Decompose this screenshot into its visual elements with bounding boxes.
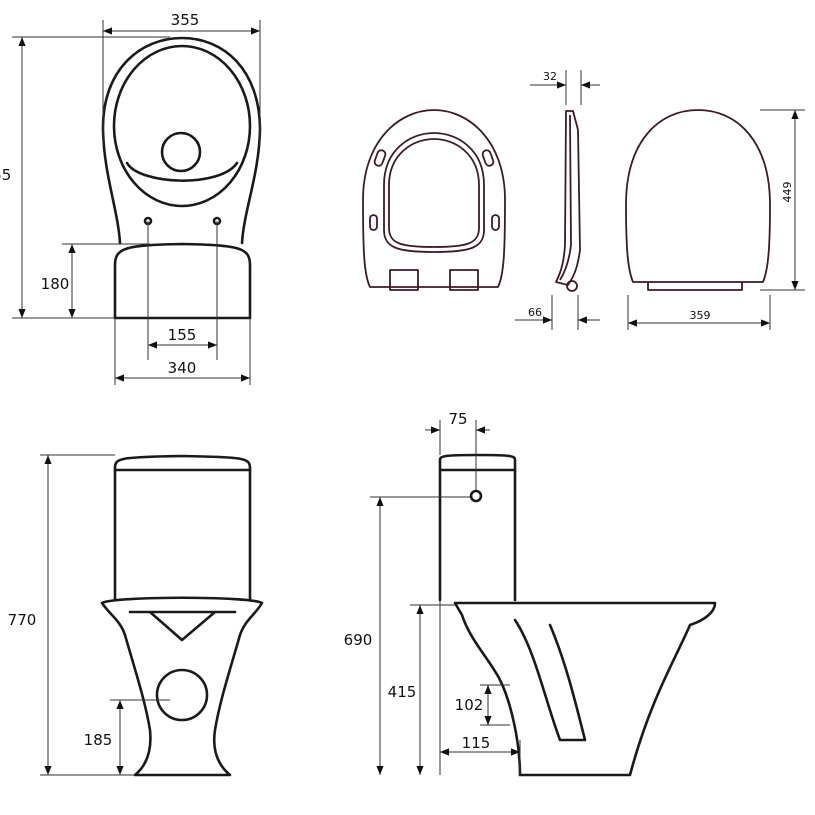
drain-hole	[160, 131, 202, 173]
dim-770: 770	[8, 611, 37, 629]
top-view: 355 655 180 155 340	[0, 11, 262, 385]
dim-115: 115	[462, 734, 491, 752]
seat-side-profile	[555, 110, 581, 286]
dim-102: 102	[455, 696, 484, 714]
seat-views: 32 66 359 449	[362, 70, 805, 330]
dim-340: 340	[168, 359, 197, 377]
dim-355: 355	[171, 11, 200, 29]
dim-655: 655	[0, 166, 11, 184]
bowl-inner	[112, 44, 252, 208]
flush-rim	[125, 161, 239, 182]
front-tank	[113, 454, 252, 602]
dim-66: 66	[528, 306, 542, 319]
seat-outline	[362, 109, 506, 288]
dim-690: 690	[344, 631, 373, 649]
side-bowl	[453, 601, 717, 777]
dim-180: 180	[41, 275, 70, 293]
side-view: 75 690 415 102 115	[344, 410, 717, 777]
dim-415: 415	[388, 683, 417, 701]
bowl-outline	[101, 36, 262, 245]
dim-449: 449	[781, 182, 794, 203]
front-view: 770 185	[8, 454, 264, 777]
front-bowl	[100, 596, 264, 777]
dim-155: 155	[168, 326, 197, 344]
dim-359: 359	[690, 309, 711, 322]
inlet-hole	[469, 489, 483, 503]
side-tank	[438, 453, 517, 602]
lid-outline	[625, 109, 771, 283]
tank-top	[113, 242, 252, 320]
dim-185: 185	[84, 731, 113, 749]
dim-32: 32	[543, 70, 557, 83]
front-outlet	[155, 668, 209, 722]
dim-75: 75	[448, 410, 467, 428]
